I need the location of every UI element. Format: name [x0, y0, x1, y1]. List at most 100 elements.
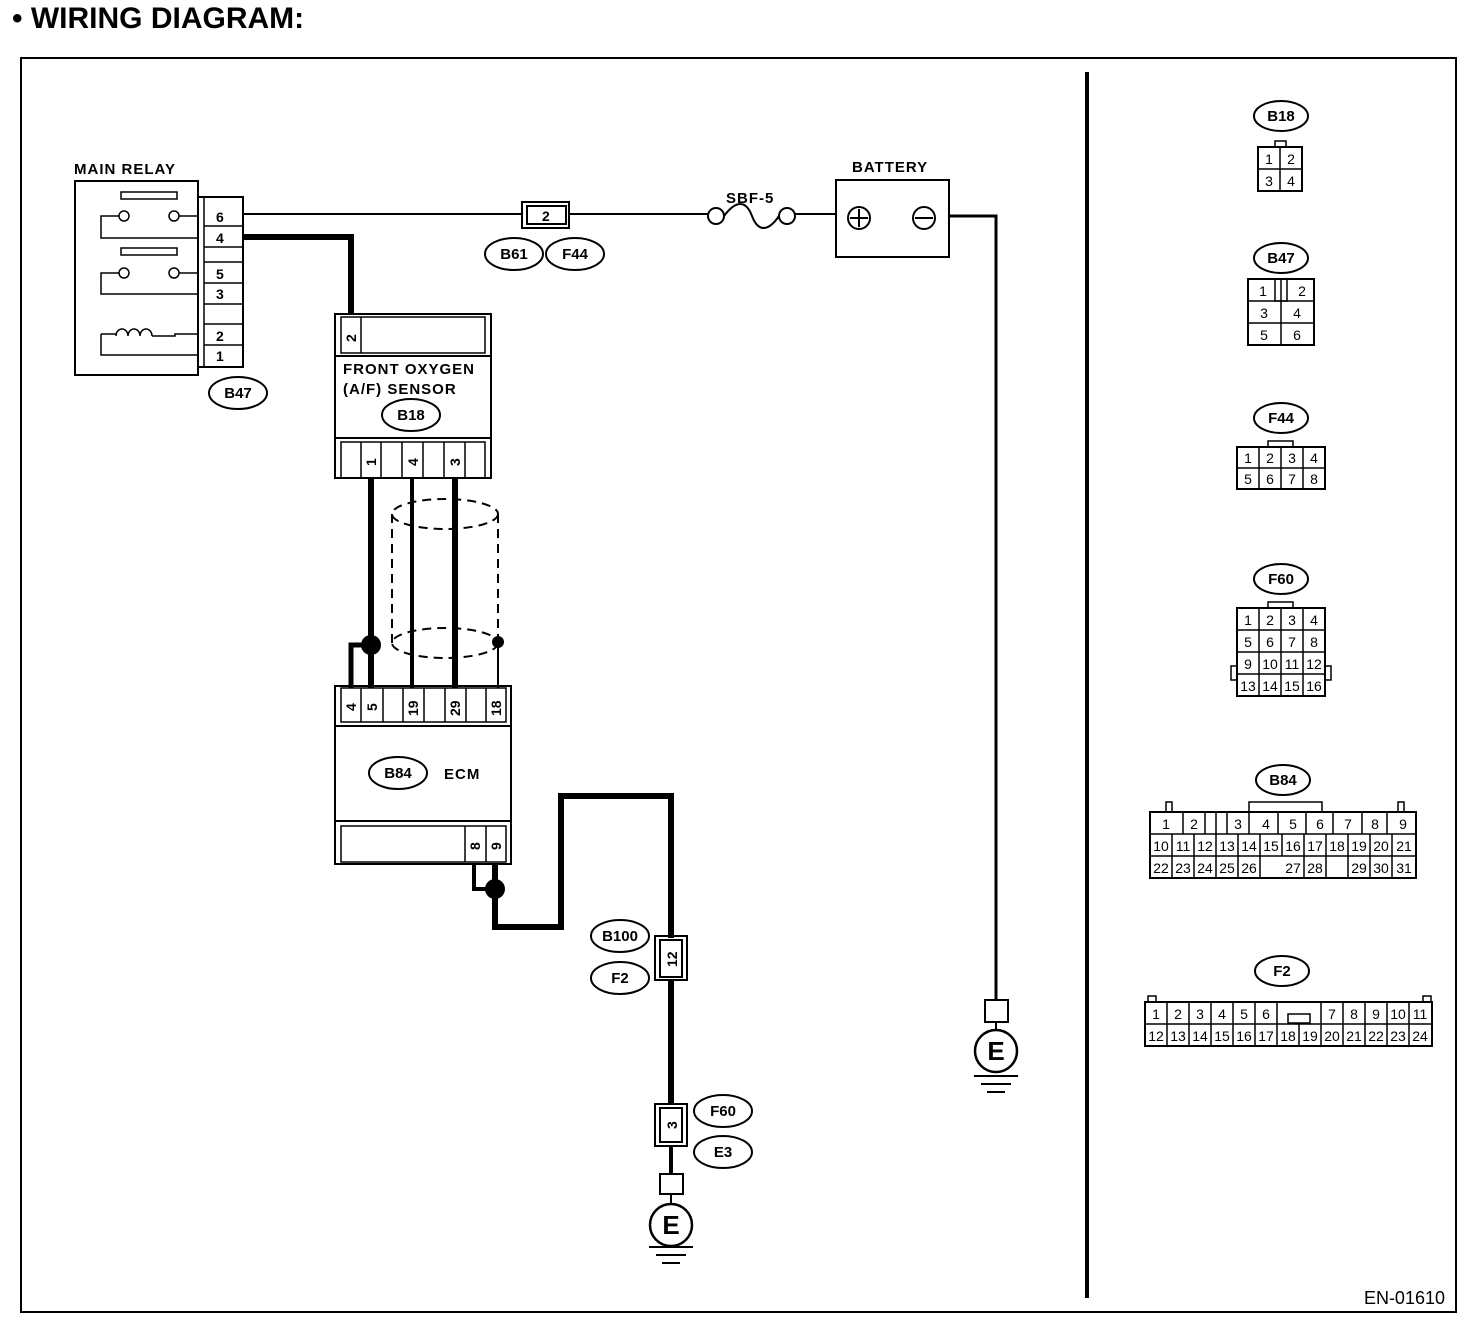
svg-text:26: 26 [1241, 860, 1257, 876]
svg-text:2: 2 [1190, 816, 1198, 832]
ecm-label: ECM [444, 766, 480, 783]
svg-text:8: 8 [1310, 471, 1318, 487]
connector-view-f44: F44 1 2 3 4 5 6 7 8 [1236, 402, 1326, 490]
svg-text:B18: B18 [397, 407, 425, 424]
battery-minus-icon [912, 206, 936, 230]
relay-pin: 6 [216, 209, 224, 225]
svg-text:4: 4 [1287, 173, 1295, 189]
ecm-pin: 8 [467, 842, 483, 850]
battery-plus-icon [847, 206, 871, 230]
svg-text:17: 17 [1307, 838, 1323, 854]
ground-label: E [987, 1036, 1004, 1066]
svg-text:16: 16 [1236, 1028, 1252, 1044]
svg-text:F2: F2 [1273, 963, 1291, 980]
svg-text:14: 14 [1241, 838, 1257, 854]
svg-text:16: 16 [1306, 678, 1322, 694]
connector-view-b84: B84 1 2 3 4 5 6 7 8 9 1 [1149, 764, 1417, 879]
connector-tag-f2: F2 [590, 961, 650, 995]
svg-text:3: 3 [1265, 173, 1273, 189]
svg-text:10: 10 [1153, 838, 1169, 854]
svg-text:5: 5 [1289, 816, 1297, 832]
svg-text:B47: B47 [1267, 250, 1295, 267]
connector-tag-b47: B47 [208, 376, 268, 410]
ecm-pin: 19 [405, 700, 421, 716]
svg-text:6: 6 [1262, 1006, 1270, 1022]
svg-text:23: 23 [1390, 1028, 1406, 1044]
svg-text:8: 8 [1371, 816, 1379, 832]
svg-text:F60: F60 [710, 1103, 736, 1120]
svg-text:13: 13 [1219, 838, 1235, 854]
svg-text:5: 5 [1244, 471, 1252, 487]
fuse-icon [723, 203, 780, 229]
connector-tag-b84: B84 [368, 756, 428, 790]
svg-text:14: 14 [1192, 1028, 1208, 1044]
connector-view-f2: F2 1 2 3 4 5 6 7 8 9 10 11 12 13 14 15 1… [1144, 955, 1433, 1047]
svg-text:1: 1 [1162, 816, 1170, 832]
svg-text:21: 21 [1346, 1028, 1362, 1044]
splice-dot [361, 635, 381, 655]
svg-text:7: 7 [1328, 1006, 1336, 1022]
svg-text:24: 24 [1412, 1028, 1428, 1044]
svg-text:7: 7 [1344, 816, 1352, 832]
svg-text:4: 4 [1293, 305, 1301, 321]
svg-text:29: 29 [1351, 860, 1367, 876]
sensor-pin: 2 [343, 334, 359, 342]
svg-text:7: 7 [1288, 471, 1296, 487]
svg-text:19: 19 [1351, 838, 1367, 854]
svg-text:12: 12 [664, 951, 680, 967]
svg-text:12: 12 [1148, 1028, 1164, 1044]
svg-text:31: 31 [1396, 860, 1412, 876]
svg-text:2: 2 [1298, 283, 1306, 299]
svg-text:2: 2 [542, 208, 550, 224]
connector-view-b47: B47 1 2 3 4 5 6 [1247, 242, 1315, 346]
connector-tag-b100: B100 [590, 919, 650, 953]
connector-view-f60: F60 1 2 3 4 5 6 7 8 9 10 11 12 13 14 15 … [1230, 563, 1332, 697]
svg-text:B84: B84 [1269, 772, 1297, 789]
svg-text:4: 4 [1310, 612, 1318, 628]
svg-text:B84: B84 [384, 765, 412, 782]
sensor-label-line1: FRONT OXYGEN [343, 361, 475, 378]
sensor-pin: 3 [447, 458, 463, 466]
svg-text:10: 10 [1390, 1006, 1406, 1022]
svg-text:12: 12 [1197, 838, 1213, 854]
svg-text:9: 9 [1372, 1006, 1380, 1022]
svg-text:8: 8 [1310, 634, 1318, 650]
relay-pin: 4 [216, 230, 224, 246]
relay-pin: 2 [216, 328, 224, 344]
ecm-pin: 9 [488, 842, 504, 850]
svg-text:3: 3 [1260, 305, 1268, 321]
joint-f60-e3: 3 F60 E3 [654, 1094, 753, 1169]
svg-text:3: 3 [1196, 1006, 1204, 1022]
svg-text:9: 9 [1399, 816, 1407, 832]
svg-text:6: 6 [1293, 327, 1301, 343]
relay-pin: 5 [216, 266, 224, 282]
diagram-frame [20, 57, 1457, 1313]
svg-text:11: 11 [1285, 656, 1300, 672]
svg-text:28: 28 [1307, 860, 1323, 876]
svg-text:27: 27 [1285, 860, 1301, 876]
svg-text:5: 5 [1240, 1006, 1248, 1022]
connector-tag-e3: E3 [693, 1135, 753, 1169]
svg-text:21: 21 [1396, 838, 1412, 854]
svg-text:F44: F44 [562, 246, 589, 263]
relay-coil-icon [100, 328, 198, 356]
wires [243, 213, 998, 1174]
svg-text:3: 3 [664, 1121, 680, 1129]
svg-text:2: 2 [1266, 612, 1274, 628]
splice-dot [485, 879, 505, 899]
main-relay: MAIN RELAY 6 4 5 3 2 1 B47 [74, 161, 268, 410]
svg-text:1: 1 [1244, 450, 1252, 466]
svg-text:2: 2 [1287, 151, 1295, 167]
svg-text:16: 16 [1285, 838, 1301, 854]
svg-text:30: 30 [1373, 860, 1389, 876]
svg-text:24: 24 [1197, 860, 1213, 876]
connector-view-b18: B18 1 2 3 4 [1253, 100, 1309, 192]
svg-text:25: 25 [1219, 860, 1235, 876]
svg-text:9: 9 [1244, 656, 1252, 672]
svg-text:15: 15 [1284, 678, 1300, 694]
svg-text:10: 10 [1262, 656, 1278, 672]
sensor-pin: 4 [405, 458, 421, 466]
svg-text:17: 17 [1258, 1028, 1274, 1044]
svg-text:18: 18 [1280, 1028, 1296, 1044]
svg-text:4: 4 [1262, 816, 1270, 832]
